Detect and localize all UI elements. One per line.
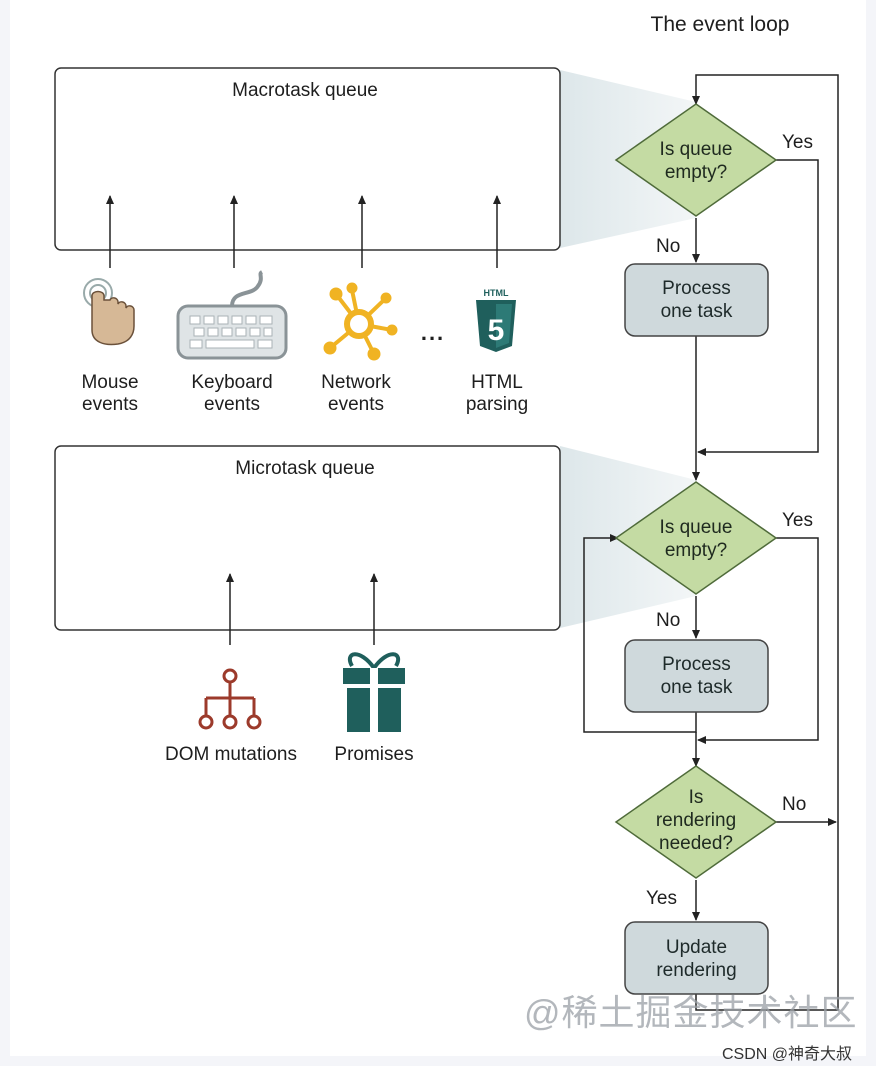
process1-text: Process one task	[625, 277, 768, 323]
decision-microtask-empty	[614, 481, 778, 595]
process-microtask-box	[624, 639, 769, 713]
decision3-line1: Is	[688, 787, 704, 808]
macrotask-queue-box	[54, 67, 561, 251]
microtask-queue-box	[54, 445, 561, 631]
yes3-label: Yes	[646, 888, 677, 909]
keyboard-icon	[176, 270, 288, 360]
no1-label: No	[656, 236, 681, 257]
source-html-line2: parsing	[465, 394, 529, 415]
juejin-watermark: @稀土掘金技术社区	[524, 992, 858, 1033]
network-icon	[323, 282, 398, 361]
source-keyboard-line1: Keyboard	[191, 372, 273, 393]
mouse-pointer-icon	[83, 278, 135, 346]
decision-rendering-needed	[614, 765, 778, 879]
source-promises-label: Promises	[334, 744, 414, 765]
svg-text:5: 5	[488, 314, 505, 347]
source-mouse-line2: events	[82, 394, 138, 415]
html5-icon: HTML 5	[476, 288, 516, 352]
process3-line1: Update	[665, 937, 728, 958]
process-macrotask-box	[624, 263, 769, 337]
no3-label: No	[782, 794, 807, 815]
decision1-line1: Is queue	[659, 139, 733, 160]
decision1-text: Is queue empty?	[636, 138, 756, 184]
csdn-watermark: CSDN @神奇大叔	[722, 1046, 853, 1063]
yes1-label: Yes	[782, 132, 813, 153]
source-html-line1: HTML	[471, 372, 523, 393]
process3-text: Update rendering	[625, 936, 768, 982]
source-network-line1: Network	[321, 372, 391, 393]
decision3-line2: rendering	[655, 810, 737, 831]
source-mouse-line1: Mouse	[81, 372, 139, 393]
decision2-line1: Is queue	[659, 517, 733, 538]
source-keyboard-line2: events	[204, 394, 260, 415]
decision2-line2: empty?	[664, 540, 728, 561]
decision1-line2: empty?	[664, 162, 728, 183]
source-mouse-label: Mouse events	[50, 372, 170, 416]
gift-icon	[343, 652, 405, 732]
source-html-label: HTML parsing	[437, 372, 557, 416]
microtask-queue-label: Microtask queue	[235, 458, 375, 479]
svg-text:HTML: HTML	[484, 288, 509, 298]
source-dom-label: DOM mutations	[165, 744, 297, 765]
decision-macrotask-empty	[614, 103, 778, 217]
source-network-label: Network events	[296, 372, 416, 416]
decision3-text: Is rendering needed?	[636, 786, 756, 855]
update-rendering-box	[624, 921, 769, 995]
process2-line1: Process	[662, 654, 731, 675]
macrotask-queue-label: Macrotask queue	[232, 80, 378, 101]
no2-label: No	[656, 610, 681, 631]
process2-text: Process one task	[625, 653, 768, 699]
source-network-line2: events	[328, 394, 384, 415]
diagram-title: The event loop	[650, 13, 790, 36]
loop-back-line	[692, 74, 839, 1011]
source-keyboard-label: Keyboard events	[172, 372, 292, 416]
dom-tree-icon	[198, 668, 262, 730]
yes2-label: Yes	[782, 510, 813, 531]
sources-ellipsis: ...	[420, 320, 446, 345]
process2-line2: one task	[660, 677, 733, 698]
process1-line2: one task	[660, 301, 733, 322]
decision2-text: Is queue empty?	[636, 516, 756, 562]
process3-line2: rendering	[656, 960, 737, 981]
decision3-line3: needed?	[659, 833, 733, 854]
process1-line1: Process	[662, 278, 731, 299]
